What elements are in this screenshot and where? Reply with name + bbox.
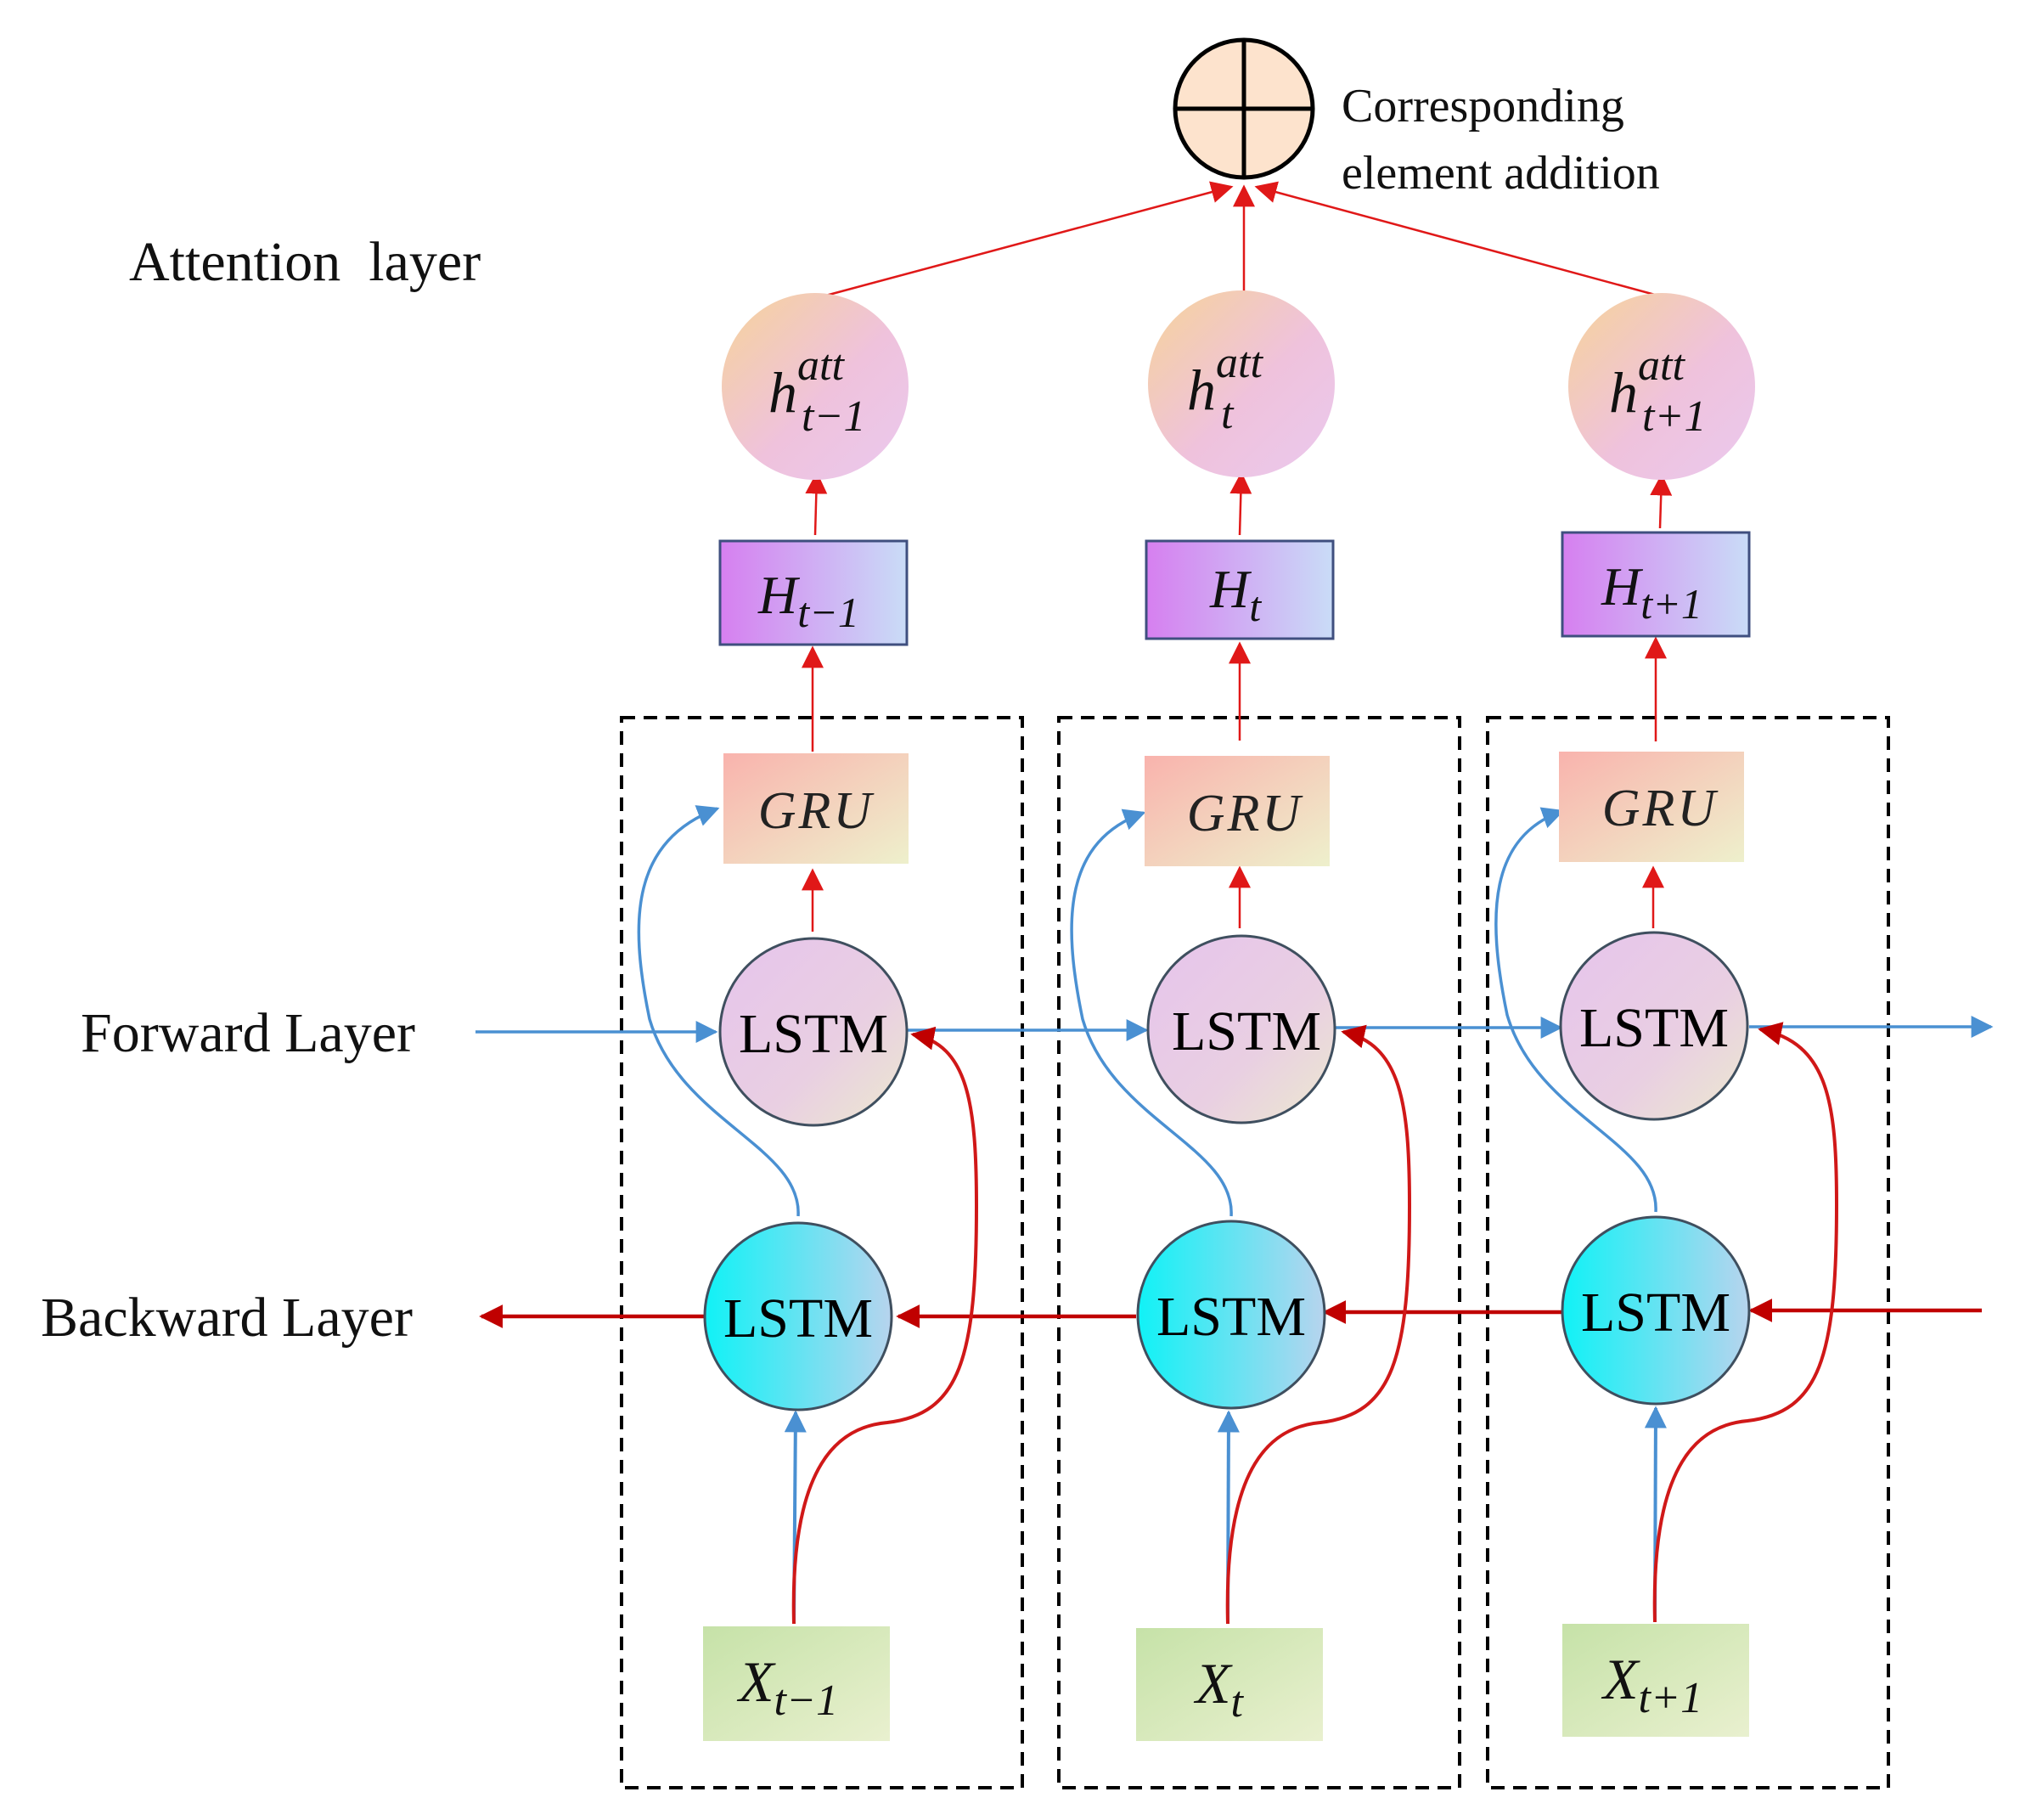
svg-text:Ht+1: Ht+1 bbox=[1601, 556, 1702, 628]
upward-arrows bbox=[802, 471, 1673, 932]
gru-label: GRU bbox=[758, 782, 875, 840]
forward-lstm-node bbox=[1146, 934, 1336, 1124]
svg-text:hatt: hatt bbox=[768, 341, 845, 425]
attention-base: h bbox=[1609, 360, 1638, 425]
attention-layer-label: Attention layer bbox=[129, 231, 481, 293]
gru-box bbox=[1145, 756, 1330, 866]
svg-text:Ht−1: Ht−1 bbox=[757, 565, 859, 636]
attention-node bbox=[722, 293, 909, 480]
svg-text:Xt−1: Xt−1 bbox=[736, 1649, 838, 1725]
column-container-2 bbox=[1057, 716, 1461, 1789]
input-sub: t−1 bbox=[774, 1676, 839, 1725]
input-base: X bbox=[1193, 1651, 1233, 1716]
svg-text:Xt: Xt bbox=[1193, 1651, 1245, 1727]
backward-layer-label: Backward Layer bbox=[41, 1287, 413, 1349]
backward-lstm-label: LSTM bbox=[723, 1288, 873, 1350]
input-box bbox=[1562, 1624, 1749, 1737]
element-addition-node bbox=[1173, 37, 1315, 180]
svg-text:Xt+1: Xt+1 bbox=[1601, 1647, 1702, 1722]
attention-base: h bbox=[768, 360, 797, 425]
column-3: hatt t+1 Ht+1 GRU LSTM LSTM Xt+1 bbox=[1559, 293, 1755, 1737]
attention-sup: att bbox=[1216, 339, 1263, 387]
forward-lstm-label: LSTM bbox=[739, 1003, 888, 1065]
backward-flow-arrows bbox=[479, 1299, 1982, 1328]
column-2: hatt t Ht GRU LSTM LSTM Xt bbox=[1136, 290, 1336, 1741]
column-container-3 bbox=[1486, 716, 1890, 1789]
attention-sub: t−1 bbox=[802, 392, 866, 441]
column-container-1 bbox=[620, 716, 1024, 1789]
attention-sub: t+1 bbox=[1642, 392, 1707, 441]
addition-label-line1: Corresponding bbox=[1342, 80, 1624, 132]
hidden-sub: t bbox=[1249, 583, 1262, 630]
gru-box bbox=[1559, 752, 1744, 862]
hidden-state-box bbox=[1561, 531, 1751, 638]
attention-node bbox=[1568, 293, 1755, 480]
hidden-base: H bbox=[757, 565, 801, 625]
hidden-sub: t+1 bbox=[1640, 580, 1702, 628]
input-box bbox=[1136, 1628, 1323, 1741]
attention-to-adder-lines bbox=[819, 181, 1665, 299]
input-to-forward-curves bbox=[791, 1022, 1839, 1625]
hidden-base: H bbox=[1209, 559, 1252, 619]
input-sub: t+1 bbox=[1639, 1674, 1703, 1722]
backward-lstm-node bbox=[703, 1221, 893, 1411]
skip-connection-curves bbox=[637, 805, 1657, 1217]
attention-base: h bbox=[1187, 358, 1216, 422]
input-sub: t bbox=[1231, 1678, 1245, 1727]
attention-sub: t bbox=[1221, 390, 1235, 438]
svg-text:hatt: hatt bbox=[1187, 339, 1263, 422]
backward-lstm-node bbox=[1136, 1220, 1326, 1410]
backward-lstm-label: LSTM bbox=[1581, 1282, 1730, 1344]
gru-label: GRU bbox=[1602, 780, 1719, 837]
forward-lstm-label: LSTM bbox=[1579, 997, 1729, 1059]
gru-box bbox=[723, 753, 909, 864]
addition-label-line2: element addition bbox=[1342, 147, 1660, 200]
forward-lstm-node bbox=[718, 937, 909, 1127]
column-1: hatt t−1 Ht−1 GRU LSTM LSTM Xt−1 bbox=[703, 293, 909, 1741]
forward-layer-label: Forward Layer bbox=[81, 1002, 415, 1064]
input-base: X bbox=[736, 1649, 776, 1714]
hidden-state-box bbox=[718, 539, 909, 646]
forward-lstm-node bbox=[1559, 931, 1749, 1121]
backward-lstm-label: LSTM bbox=[1156, 1286, 1306, 1348]
attention-sup: att bbox=[1638, 341, 1685, 390]
forward-lstm-label: LSTM bbox=[1172, 1000, 1321, 1062]
input-box bbox=[703, 1626, 890, 1741]
hidden-sub: t−1 bbox=[797, 589, 859, 636]
svg-text:Ht: Ht bbox=[1209, 559, 1262, 630]
forward-flow-arrows bbox=[475, 1016, 1994, 1043]
gru-label: GRU bbox=[1187, 785, 1304, 842]
attention-sup: att bbox=[797, 341, 845, 390]
svg-text:hatt: hatt bbox=[1609, 341, 1685, 425]
hidden-state-box bbox=[1145, 539, 1335, 640]
hidden-base: H bbox=[1601, 556, 1644, 617]
backward-lstm-node bbox=[1561, 1215, 1751, 1406]
input-base: X bbox=[1601, 1647, 1640, 1711]
input-arrows bbox=[784, 1406, 1667, 1625]
attention-node bbox=[1148, 290, 1335, 477]
